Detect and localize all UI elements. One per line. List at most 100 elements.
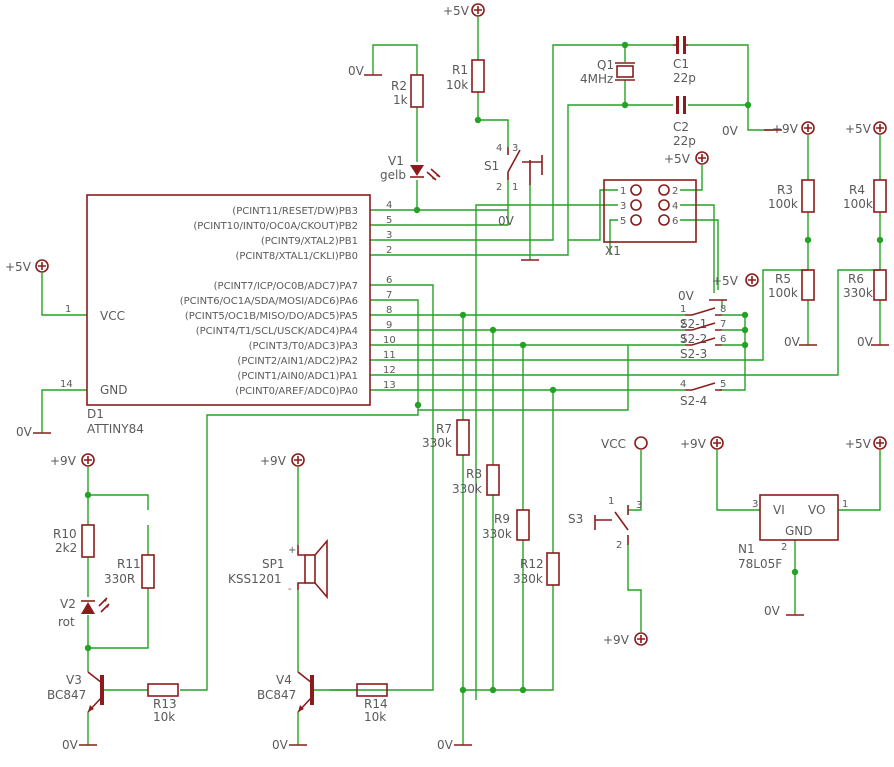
svg-text:+9V: +9V <box>50 454 77 468</box>
connector-x1: 1 2 3 4 5 6 X1 <box>603 179 697 258</box>
plus9v-r3: +9V <box>772 121 815 136</box>
svg-text:0V: 0V <box>784 335 801 349</box>
svg-text:10: 10 <box>383 335 396 346</box>
svg-text:S2-4: S2-4 <box>680 394 707 408</box>
svg-text:0V: 0V <box>498 214 515 228</box>
svg-text:(PCINT4/T1/SCL/USCK/ADC4)PA4: (PCINT4/T1/SCL/USCK/ADC4)PA4 <box>196 326 358 337</box>
svg-text:(PCINT7/ICP/OC0B/ADC7)PA7: (PCINT7/ICP/OC0B/ADC7)PA7 <box>214 281 358 292</box>
svg-text:R4: R4 <box>849 183 865 197</box>
svg-text:VO: VO <box>808 503 825 517</box>
plus5v-s2: +5V <box>712 273 759 288</box>
svg-text:22p: 22p <box>673 134 696 148</box>
svg-text:78L05F: 78L05F <box>738 557 782 571</box>
svg-text:0V: 0V <box>272 738 289 752</box>
svg-text:4: 4 <box>386 200 392 211</box>
svg-text:100k: 100k <box>768 197 798 211</box>
supply-symbols: +5V +5V +5V +5V +5V +5V +9V +9V +9V +9V … <box>5 3 889 752</box>
svg-text:V2: V2 <box>60 597 76 611</box>
svg-text:100k: 100k <box>843 197 873 211</box>
svg-text:4: 4 <box>496 143 502 154</box>
svg-text:7: 7 <box>386 290 392 301</box>
gnd-s1: 0V <box>498 214 539 261</box>
switch-s1: 4 3 2 1 S1 <box>484 143 543 193</box>
mcu-pin-labels: (PCINT11/RESET/DW)PB3 (PCINT10/INT0/OC0A… <box>180 206 358 397</box>
svg-text:0V: 0V <box>62 738 79 752</box>
svg-text:S1: S1 <box>484 159 499 173</box>
plus5v-r4: +5V <box>845 121 887 136</box>
svg-text:1: 1 <box>608 496 614 507</box>
svg-text:(PCINT5/OC1B/MISO/DO/ADC5)PA5: (PCINT5/OC1B/MISO/DO/ADC5)PA5 <box>185 311 358 322</box>
svg-text:+5V: +5V <box>712 274 739 288</box>
svg-text:BC847: BC847 <box>47 688 86 702</box>
svg-text:22p: 22p <box>673 71 696 85</box>
svg-text:330k: 330k <box>422 436 452 450</box>
gnd-crystal: 0V <box>722 124 782 138</box>
vcc-s3: VCC <box>601 436 648 451</box>
svg-text:5: 5 <box>720 379 726 390</box>
svg-text:330k: 330k <box>482 527 512 541</box>
junctions <box>84 41 884 694</box>
svg-text:D1: D1 <box>87 407 104 421</box>
svg-text:(PCINT1/AIN0/ADC1)PA1: (PCINT1/AIN0/ADC1)PA1 <box>237 371 358 382</box>
svg-text:S3: S3 <box>568 512 583 526</box>
svg-text:3: 3 <box>680 334 686 345</box>
gnd-r6: 0V <box>857 335 889 349</box>
led-v1: V1 gelb <box>380 154 441 182</box>
plus9v-led: +9V <box>50 453 95 468</box>
svg-text:(PCINT0/AREF/ADC0)PA0: (PCINT0/AREF/ADC0)PA0 <box>235 386 358 397</box>
svg-text:+5V: +5V <box>443 4 470 18</box>
svg-text:+5V: +5V <box>845 122 872 136</box>
gnd-r2: 0V <box>348 64 382 78</box>
svg-text:3: 3 <box>620 201 626 212</box>
svg-text:VI: VI <box>773 503 785 517</box>
svg-text:(PCINT10/INT0/OC0A/CKOUT)PB2: (PCINT10/INT0/OC0A/CKOUT)PB2 <box>193 221 358 232</box>
svg-text:GND: GND <box>100 383 128 397</box>
svg-text:(PCINT2/AIN1/ADC2)PA2: (PCINT2/AIN1/ADC2)PA2 <box>237 356 358 367</box>
svg-text:3: 3 <box>752 499 758 510</box>
svg-text:R6: R6 <box>848 272 864 286</box>
svg-text:R10: R10 <box>53 527 77 541</box>
svg-text:8: 8 <box>720 304 726 315</box>
svg-text:R11: R11 <box>117 557 141 571</box>
svg-text:(PCINT11/RESET/DW)PB3: (PCINT11/RESET/DW)PB3 <box>232 206 358 217</box>
svg-text:1: 1 <box>620 186 626 197</box>
svg-text:0V: 0V <box>722 124 739 138</box>
gnd-x1: 0V <box>678 289 727 303</box>
plus9v-spk: +9V <box>260 453 305 468</box>
svg-text:(PCINT3/T0/ADC3)PA3: (PCINT3/T0/ADC3)PA3 <box>249 341 358 352</box>
svg-text:14: 14 <box>60 379 73 390</box>
svg-text:10k: 10k <box>364 710 386 724</box>
svg-text:2: 2 <box>672 186 678 197</box>
svg-text:V3: V3 <box>66 673 82 687</box>
svg-text:0V: 0V <box>678 289 695 303</box>
svg-text:4: 4 <box>672 201 678 212</box>
svg-text:7: 7 <box>720 319 726 330</box>
mcu-pin-numbers: 4 5 3 2 6 7 8 9 10 11 12 13 <box>383 200 396 391</box>
plus9v-reg: +9V <box>680 436 724 451</box>
svg-text:10k: 10k <box>153 710 175 724</box>
svg-text:VCC: VCC <box>601 437 626 451</box>
svg-text:3: 3 <box>512 143 518 154</box>
crystal-q1: Q1 4MHz <box>580 58 635 86</box>
svg-text:V4: V4 <box>276 673 292 687</box>
svg-text:+: + <box>288 545 296 556</box>
transistor-v4: V4 BC847 <box>257 671 314 713</box>
svg-text:1: 1 <box>680 304 686 315</box>
svg-text:R5: R5 <box>775 272 791 286</box>
gnd-bus: 0V <box>437 738 472 752</box>
svg-text:ATTINY84: ATTINY84 <box>87 422 144 436</box>
